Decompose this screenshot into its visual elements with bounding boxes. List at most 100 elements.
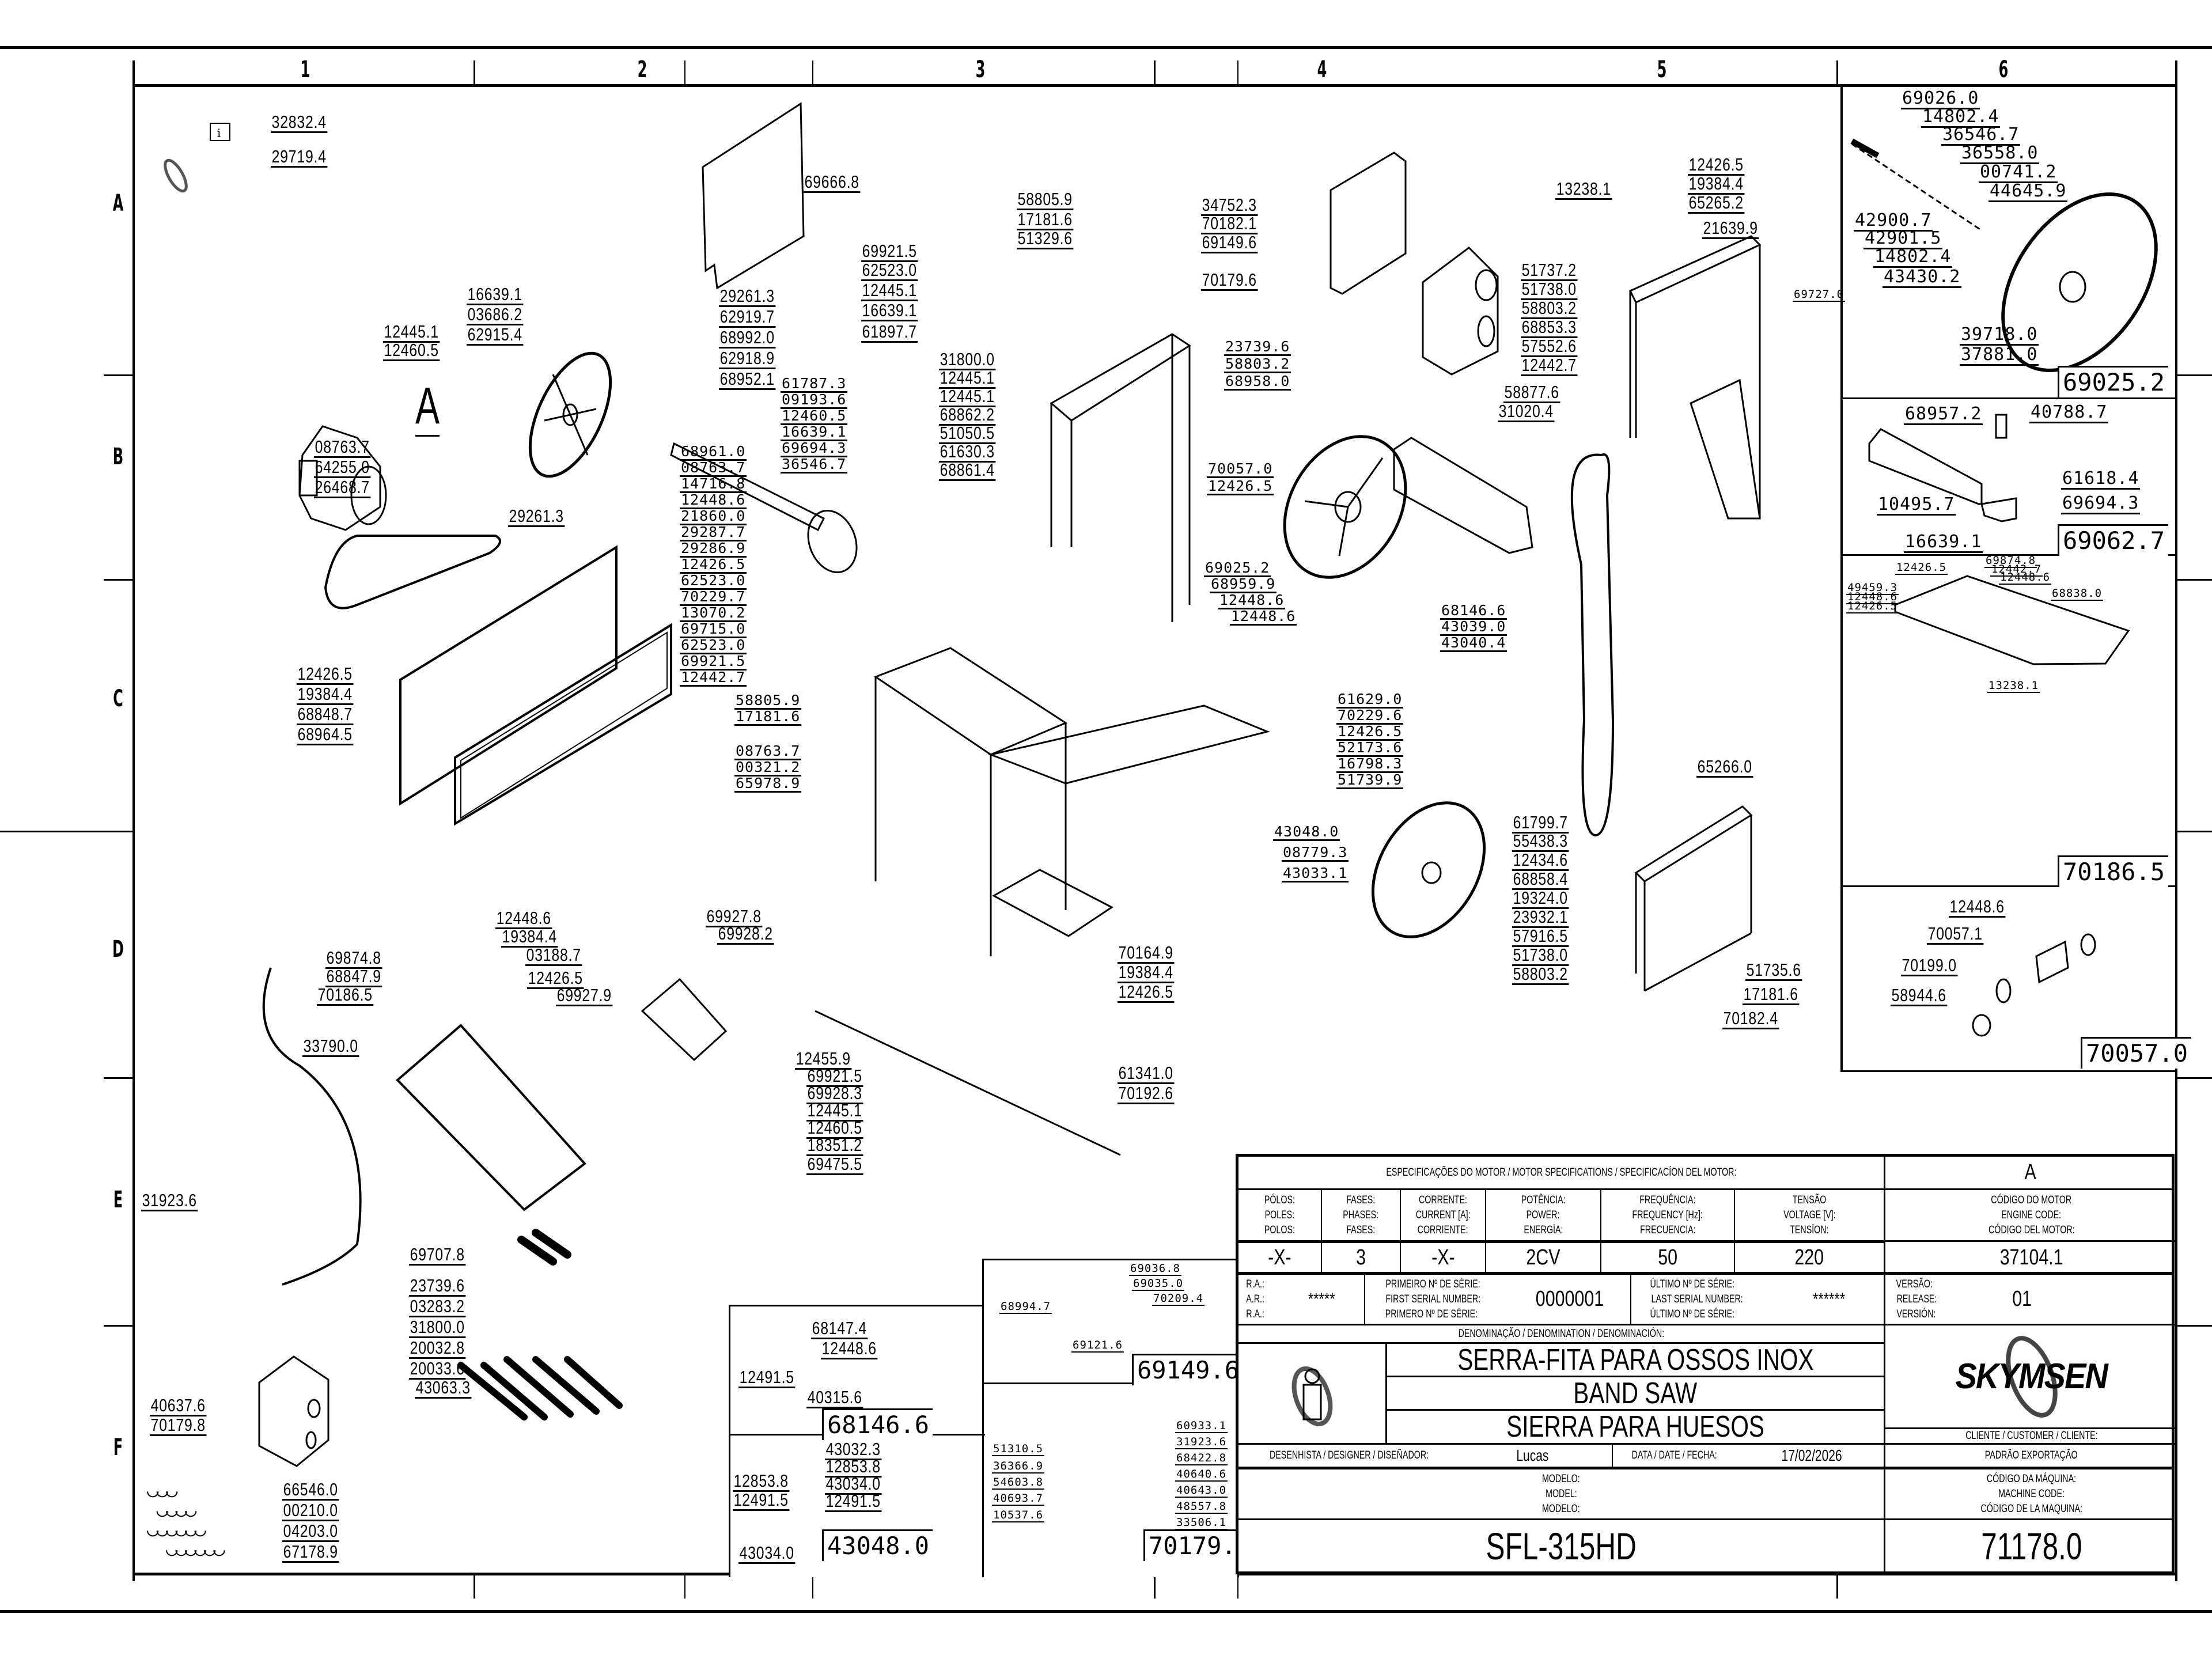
callout-switch-part[interactable]: 31800.0 <box>939 349 996 370</box>
callout-shaft-part[interactable]: 62919.7 <box>719 306 776 328</box>
callout-detail[interactable]: 69694.3 <box>2061 493 2141 514</box>
callout-part[interactable]: 00321.2 <box>734 759 802 777</box>
callout-detail[interactable]: 69026.0 <box>1901 88 1980 109</box>
callout-guard-bracket-part[interactable]: 12445.1 <box>861 280 918 301</box>
callout-electric-box-part[interactable]: 70182.1 <box>1201 213 1258 234</box>
callout-detail[interactable]: 40693.7 <box>992 1492 1045 1506</box>
callout-rod-part[interactable]: 43039.0 <box>1440 618 1508 636</box>
callout-detail[interactable]: 10495.7 <box>1877 494 1956 516</box>
callout-lower-latch[interactable]: 70182.4 <box>1722 1008 1779 1029</box>
callout-part[interactable]: 62523.0 <box>680 637 747 654</box>
callout-detail[interactable]: 36366.9 <box>992 1460 1045 1474</box>
callout-detail[interactable]: 40315.6 <box>806 1387 863 1408</box>
callout-push-part[interactable]: 69928.3 <box>806 1083 863 1104</box>
callout-lower-wheel[interactable]: 61799.7 <box>1512 812 1569 834</box>
callout-tray-part[interactable]: 68847.9 <box>325 966 382 987</box>
callout-box-screw[interactable]: 13238.1 <box>1555 179 1612 200</box>
callout-push-part[interactable]: 12460.5 <box>806 1118 863 1139</box>
callout-manual[interactable]: 32832.4 <box>271 112 328 133</box>
callout-guard-bracket-part[interactable]: 69921.5 <box>861 241 918 262</box>
callout-detail[interactable]: 12426.5 <box>1895 561 1948 575</box>
callout-lower-door-part[interactable]: 23932.1 <box>1512 907 1569 928</box>
callout-part[interactable]: 12448.6 <box>680 491 747 509</box>
callout-detail[interactable]: 12448.6 <box>1949 896 2006 918</box>
callout-detail[interactable]: 44645.9 <box>1988 181 2068 202</box>
callout-door-side-bolt[interactable]: 69727.0 <box>1793 288 1846 302</box>
callout-table-part[interactable]: 70229.6 <box>1336 707 1404 725</box>
callout-part[interactable]: 21860.0 <box>680 507 747 525</box>
callout-switch-part[interactable]: 68861.4 <box>939 460 996 481</box>
callout-tray-part[interactable]: 19384.4 <box>501 926 558 948</box>
callout-upper-wheel-part[interactable]: 68959.9 <box>1210 575 1277 593</box>
callout-part[interactable]: 61787.3 <box>781 375 848 393</box>
callout-detail[interactable]: 42900.7 <box>1854 210 1933 232</box>
callout-table-part[interactable]: 16798.3 <box>1336 755 1404 773</box>
callout-detail[interactable]: 12448.6 <box>821 1338 878 1359</box>
callout-tray[interactable]: 70186.5 <box>317 984 374 1006</box>
callout-part[interactable]: 14716.8 <box>680 475 747 493</box>
callout-motor-pulley[interactable]: 64255.0 <box>314 457 371 478</box>
callout-power-cable[interactable]: 33790.0 <box>302 1036 359 1057</box>
callout-hardware[interactable]: 00210.0 <box>282 1500 339 1521</box>
callout-part[interactable]: 13070.2 <box>680 604 747 622</box>
callout-lower-door-hinge[interactable]: 65266.0 <box>1696 756 1753 778</box>
callout-detail[interactable]: 60933.1 <box>1175 1419 1228 1433</box>
callout-detail[interactable]: 12448.6 <box>1999 571 2052 585</box>
callout-upper-guide[interactable]: 17181.6 <box>1017 209 1074 230</box>
callout-push-part[interactable]: 18351.2 <box>806 1135 863 1156</box>
callout-belt[interactable]: 26468.7 <box>314 477 371 498</box>
callout-part[interactable]: 12426.5 <box>680 556 747 574</box>
callout-rod[interactable]: 68146.6 <box>1440 602 1508 620</box>
callout-tray-bracket-part[interactable]: 69928.2 <box>717 923 774 945</box>
callout-detail[interactable]: 36546.7 <box>1941 124 2021 146</box>
callout-part[interactable]: 65978.9 <box>734 775 802 793</box>
callout-detail[interactable]: 70057.1 <box>1927 923 1984 945</box>
callout-belt-bolt[interactable]: 29261.3 <box>508 506 565 527</box>
callout-lower-door-part[interactable]: 19324.0 <box>1512 888 1569 909</box>
callout-pulley[interactable]: 62915.4 <box>467 324 524 346</box>
callout-detail[interactable]: 68838.0 <box>2051 587 2104 601</box>
callout-wiring-part[interactable]: 23739.6 <box>409 1275 466 1297</box>
callout-detail[interactable]: 31923.6 <box>1175 1435 1228 1449</box>
callout-detail[interactable]: 69036.8 <box>1129 1262 1182 1276</box>
callout-lower-door-part[interactable]: 51738.0 <box>1512 945 1569 966</box>
callout-detail[interactable]: 70199.0 <box>1901 955 1958 976</box>
callout-lower-part[interactable]: 43033.1 <box>1282 865 1349 882</box>
callout-table-part[interactable]: 61629.0 <box>1336 691 1404 709</box>
callout-control-box[interactable]: 70179.8 <box>150 1415 207 1436</box>
callout-guard-bracket-part[interactable]: 62523.0 <box>861 260 918 281</box>
callout-lower-door-part[interactable]: 58803.2 <box>1512 964 1569 985</box>
callout-lower-door-part[interactable]: 57916.5 <box>1512 926 1569 947</box>
callout-door-latch[interactable]: 57552.6 <box>1521 336 1578 357</box>
callout-table-part[interactable]: 12426.5 <box>1336 723 1404 741</box>
callout-part[interactable]: 08763.7 <box>680 459 747 477</box>
callout-panel-washer[interactable]: 19384.4 <box>297 684 354 705</box>
callout-cable-gland[interactable]: 31923.6 <box>141 1190 198 1211</box>
callout-detail[interactable]: 42901.5 <box>1863 228 1943 249</box>
callout-part[interactable]: 70229.7 <box>680 588 747 606</box>
callout-push-part[interactable]: 12445.1 <box>806 1100 863 1122</box>
callout-door-hinge[interactable]: 19384.4 <box>1688 173 1745 195</box>
callout-detail[interactable]: 12448.6 <box>1846 590 1899 604</box>
callout-detail[interactable]: 58944.6 <box>1891 985 1948 1006</box>
callout-detail[interactable]: 43032.3 <box>825 1439 882 1460</box>
callout-door-hinge[interactable]: 12426.5 <box>1688 154 1745 176</box>
callout-switch-part[interactable]: 61630.3 <box>939 441 996 463</box>
callout-part[interactable]: 12460.5 <box>781 407 848 425</box>
callout-wiring-part[interactable]: 31800.0 <box>409 1317 466 1338</box>
callout-tension-knob[interactable]: 58877.6 <box>1503 382 1560 403</box>
callout-detail[interactable]: 68994.7 <box>999 1300 1052 1314</box>
callout-detail[interactable]: 61618.4 <box>2061 468 2141 490</box>
callout-part[interactable]: 29286.9 <box>680 540 747 558</box>
callout-part[interactable]: 69715.0 <box>680 620 747 638</box>
callout-detail[interactable]: 43034.0 <box>825 1474 882 1495</box>
callout-detail[interactable]: 12426.5 <box>1846 600 1899 613</box>
callout-guide-arm[interactable]: 68958.0 <box>1224 373 1291 391</box>
callout-panel-screw[interactable]: 12426.5 <box>297 664 354 685</box>
callout-detail[interactable]: 12491.5 <box>825 1491 882 1512</box>
callout-wiring-part[interactable]: 20033.6 <box>409 1358 466 1380</box>
callout-upper-wheel-part[interactable]: 12448.6 <box>1218 592 1286 609</box>
callout-upper-wheel[interactable]: 69025.2 <box>1204 559 1271 577</box>
callout-tray-part[interactable]: 03188.7 <box>525 945 582 966</box>
callout-lower-part[interactable]: 08779.3 <box>1282 844 1349 862</box>
